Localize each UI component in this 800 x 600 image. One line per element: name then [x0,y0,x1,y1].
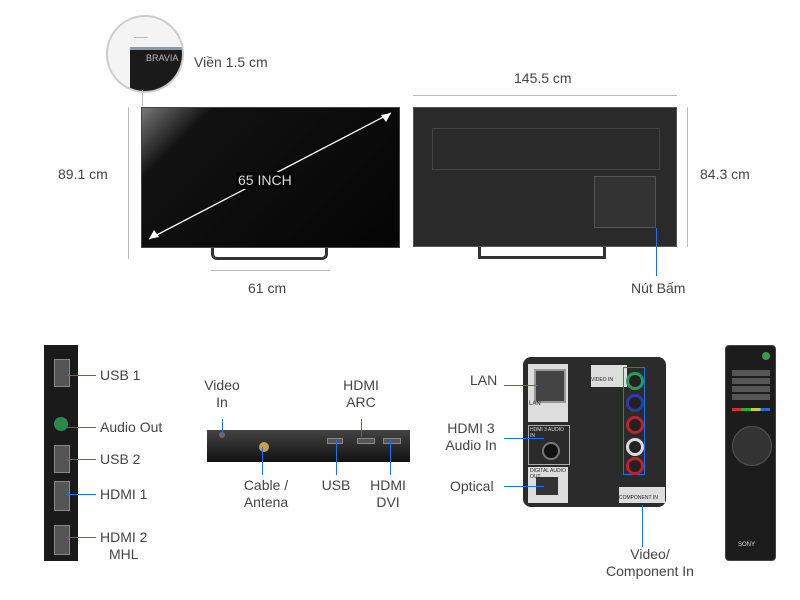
front-stand [211,248,328,260]
stand-width-label: 61 cm [248,280,287,296]
front-height-label: 89.1 cm [58,166,108,182]
video-in-label: Video In [204,377,240,410]
diagonal-label: 65 INCH [236,172,294,189]
hdmi-arc-label: HDMI ARC [343,377,379,410]
bottom-port-strip [207,430,410,462]
lan-print: LAN [529,401,541,407]
cable-antenna-label: Cable / Antena [243,477,289,510]
buttons-label: Nút Bấm [631,280,686,296]
component-print: COMPONENT IN [619,487,665,503]
digital-print: DIGITAL AUDIO OUT [530,468,566,480]
hdmi1-label: HDMI 1 [100,486,148,502]
hdmi3-audio-in-label: HDMI 3 Audio In [445,420,497,453]
side-port-panel [44,345,78,561]
brand-logo: BRAVIA [146,53,179,63]
optical-label: Optical [450,478,494,494]
remote-control: SONY [725,345,776,561]
rear-connector-panel: LAN HDMI 3 AUDIO IN DIGITAL AUDIO OUT VI… [523,357,666,507]
bezel-label: Viền 1.5 cm [194,54,268,70]
back-height-label: 84.3 cm [700,166,750,182]
usb1-label: USB 1 [100,367,141,383]
lan-label: LAN [470,372,498,388]
bezel-magnifier: BRAVIA [106,15,184,93]
usb-label: USB [321,477,351,493]
video-in-print: VIDEO IN [591,365,627,387]
hdmi2-mhl-label: HDMI 2 MHL [100,529,148,562]
hdmi-dvi-label: HDMI DVI [370,477,406,510]
usb2-label: USB 2 [100,451,141,467]
width-label: 145.5 cm [514,70,572,86]
hdmi3-print: HDMI 3 AUDIO IN [530,427,564,439]
audio-out-label: Audio Out [100,419,163,435]
remote-brand: SONY [738,542,756,548]
component-in-label: Video/ Component In [606,546,694,579]
tv-back [413,107,677,247]
